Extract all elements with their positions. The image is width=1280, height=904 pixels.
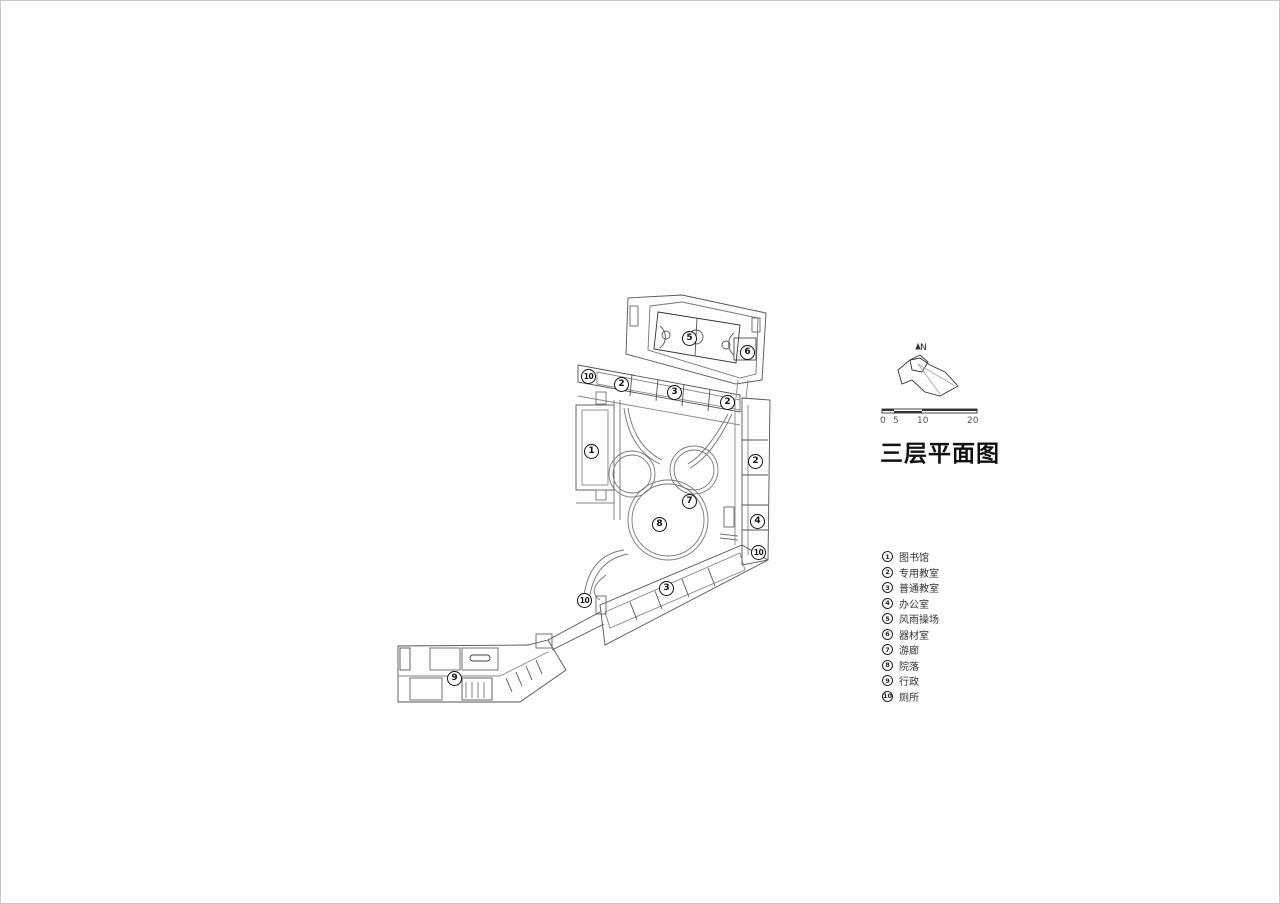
legend-label: 厕所 (899, 692, 919, 704)
legend-number: 3 (882, 582, 893, 594)
legend-item: 6 器材室 (882, 627, 939, 643)
room-number-marker: 1 (584, 444, 599, 459)
room-number-marker: 10 (581, 369, 596, 384)
legend-label: 风雨操场 (899, 615, 939, 627)
legend-number: 9 (882, 675, 893, 687)
courtyard-paths (583, 407, 739, 601)
legend-label: 院落 (899, 661, 919, 673)
room-number-marker: 6 (740, 345, 755, 360)
room-number-marker: 9 (447, 671, 462, 686)
room-number-marker: 5 (682, 331, 697, 346)
legend-item: 2 专用教室 (882, 565, 939, 581)
legend-item: 7 游廊 (882, 642, 939, 658)
scale-tick-20: 20 (967, 416, 979, 426)
legend-item: 9 行政 (882, 673, 939, 689)
room-number-marker: 2 (748, 454, 763, 469)
north-classroom-wing (577, 364, 749, 426)
room-number-marker: 7 (682, 494, 697, 509)
legend-number: 5 (882, 613, 893, 625)
legend-label: 游廊 (899, 646, 919, 658)
legend-label: 普通教室 (899, 584, 939, 596)
legend-label: 专用教室 (899, 568, 939, 580)
legend-number: 8 (882, 659, 893, 671)
room-number-marker: 2 (720, 395, 735, 410)
legend-item: 10 厕所 (882, 689, 939, 705)
room-number-marker: 10 (751, 545, 766, 560)
legend-label: 行政 (899, 677, 919, 689)
legend-label: 图书馆 (899, 553, 929, 565)
room-number-marker: 10 (577, 593, 592, 608)
site-key-icon (897, 342, 959, 397)
scale-tick-5: 5 (893, 416, 899, 426)
gymnasium-block (625, 294, 767, 385)
legend-label: 办公室 (899, 599, 929, 611)
room-number-marker: 3 (659, 581, 674, 596)
drawing-title: 三层平面图 (880, 441, 1000, 467)
room-number-marker: 3 (667, 385, 682, 400)
north-label: N (920, 343, 927, 353)
room-number-marker: 8 (652, 517, 667, 532)
legend: 1 图书馆 2 专用教室 3 普通教室 4 办公室 5 风雨操场 6 器材室 7 游廊 8 院落… (882, 549, 939, 704)
legend-item: 1 图书馆 (882, 549, 939, 565)
corridor-connector (535, 611, 605, 651)
scale-bar (881, 408, 978, 414)
room-number-marker: 4 (750, 514, 765, 529)
legend-item: 3 普通教室 (882, 580, 939, 596)
admin-block (397, 639, 567, 703)
south-classroom-wing (595, 544, 769, 646)
legend-item: 4 办公室 (882, 596, 939, 612)
legend-item: 8 院落 (882, 658, 939, 674)
room-number-marker: 2 (614, 377, 629, 392)
legend-number: 7 (882, 644, 893, 656)
legend-item: 5 风雨操场 (882, 611, 939, 627)
library-block (575, 391, 621, 520)
legend-number: 1 (882, 551, 893, 563)
legend-number: 2 (882, 566, 893, 578)
legend-number: 6 (882, 628, 893, 640)
legend-label: 器材室 (899, 630, 929, 642)
legend-number: 10 (882, 690, 893, 702)
legend-number: 4 (882, 597, 893, 609)
scale-tick-10: 10 (917, 416, 929, 426)
scale-tick-0: 0 (880, 416, 886, 426)
